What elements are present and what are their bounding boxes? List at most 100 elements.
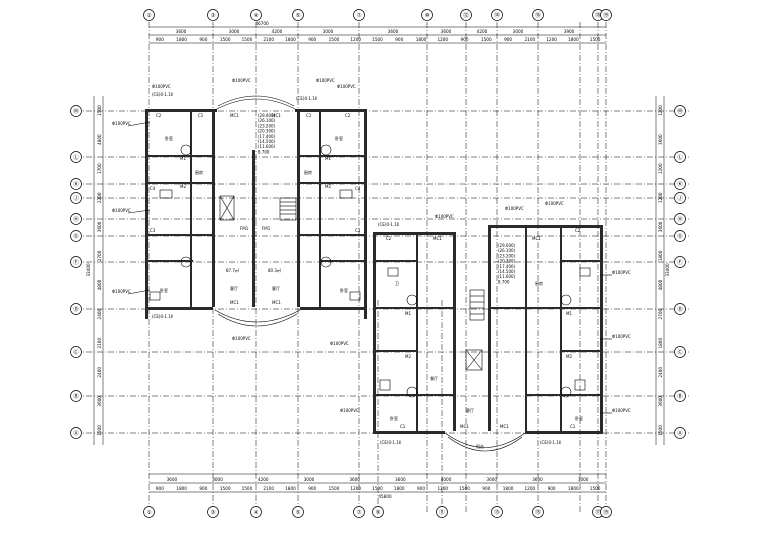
dim-text: 1800 bbox=[658, 338, 663, 349]
dim-text: 1500 bbox=[372, 486, 383, 491]
axis-bubble-circle bbox=[421, 9, 433, 21]
dim-text: 1700 bbox=[97, 163, 102, 174]
top-dimension-texts-row1: 3600 3000 4200 3000 3600 3600 4200 3000 … bbox=[176, 29, 575, 34]
axis-bubble-circle bbox=[372, 506, 384, 518]
axis-bubble-label: Ⓛ bbox=[677, 153, 683, 161]
right-overall-dimension: 33400 bbox=[665, 263, 670, 277]
axis-bubble-circle bbox=[600, 506, 612, 518]
room-toilet-label: 卫 bbox=[395, 281, 399, 286]
axis-bubble-label: ⑦ bbox=[357, 509, 362, 516]
door-tag: M2 bbox=[180, 184, 186, 189]
sill-tag: (CE)0-1.1Ⅱ bbox=[378, 222, 399, 227]
dim-text: 2700 bbox=[658, 308, 663, 319]
dim-text: 1200 bbox=[524, 486, 535, 491]
dim-text: 1800 bbox=[416, 37, 427, 42]
axis-bubble-label: Ⓖ bbox=[73, 232, 79, 240]
axis-bubble-circle bbox=[70, 151, 82, 163]
axis-bubble-label: Ⓓ bbox=[677, 305, 683, 313]
axis-bubble-circle bbox=[674, 427, 686, 439]
door-tag: M2 bbox=[405, 354, 411, 359]
dim-text: 3000 bbox=[323, 29, 334, 34]
dim-text: 3600 bbox=[97, 221, 102, 232]
axis-bubble-circle bbox=[70, 256, 82, 268]
door-tag: M1 bbox=[405, 311, 411, 316]
axis-bubble-circle bbox=[70, 230, 82, 242]
axis-bubble-label: Ⓗ bbox=[677, 215, 683, 223]
pipe-tag: Φ100PVC bbox=[112, 289, 131, 294]
dim-text: 3600 bbox=[658, 134, 663, 145]
axis-bubble-circle bbox=[292, 9, 304, 21]
sill-tag: (CE)0-1.1Ⅱ bbox=[296, 96, 317, 101]
axis-bubble-circle bbox=[70, 427, 82, 439]
window-tag: C3 bbox=[150, 228, 156, 233]
dim-text: 1800 bbox=[285, 486, 296, 491]
axis-bubble-circle bbox=[674, 303, 686, 315]
dim-text: 2100 bbox=[263, 37, 274, 42]
axis-bubble-circle bbox=[70, 178, 82, 190]
axis-bubble: Ⓕ bbox=[70, 256, 82, 268]
dim-text: 3600 bbox=[176, 29, 187, 34]
axis-bubble: Ⓖ bbox=[674, 230, 686, 242]
axis-bubble-circle bbox=[674, 151, 686, 163]
dim-text: 3000 bbox=[229, 29, 240, 34]
room-bedroom-label: 卧室 bbox=[160, 287, 168, 293]
window-tag: C4 bbox=[150, 186, 156, 191]
axis-bubble-label: ⑮ bbox=[535, 508, 541, 516]
sill-tag: (CE)0-1.1Ⅱ bbox=[152, 314, 173, 319]
axis-bubble-circle bbox=[353, 9, 365, 21]
axis-bubble: Ⓚ bbox=[70, 178, 82, 190]
dim-text: 1500 bbox=[220, 37, 231, 42]
axis-bubble: ① bbox=[143, 9, 155, 21]
axis-bubble-label: ⑤ bbox=[296, 510, 301, 516]
axis-bubble: Ⓑ bbox=[674, 390, 686, 402]
right-dimension-texts: 1200360012001200360018004800270018002400… bbox=[658, 105, 663, 436]
leader-lines bbox=[127, 121, 612, 414]
dim-text: 2400 bbox=[97, 367, 102, 378]
window-tag: C1 bbox=[198, 113, 204, 118]
dim-text: 1500 bbox=[459, 486, 470, 491]
elevation-value: 8.700 bbox=[258, 149, 270, 154]
dim-text: 2100 bbox=[263, 486, 274, 491]
pipe-tag: Φ100PVC bbox=[612, 408, 631, 413]
pipe-tag: Φ100PVC bbox=[152, 84, 171, 89]
elevation-value: (11.600) bbox=[498, 274, 516, 279]
axis-bubble-circle bbox=[70, 192, 82, 204]
room-balcony-label: 阳台 bbox=[476, 443, 484, 449]
axis-bubble-circle bbox=[491, 9, 503, 21]
dim-text: 1800 bbox=[568, 37, 579, 42]
dim-text: 900 bbox=[199, 37, 207, 42]
dim-text: 3600 bbox=[97, 396, 102, 407]
dim-text: 900 bbox=[308, 486, 316, 491]
dim-text: 1200 bbox=[350, 37, 361, 42]
axis-bubble: Ⓐ bbox=[674, 427, 686, 439]
door-tag: MC1 bbox=[272, 300, 281, 305]
dim-text: 4200 bbox=[477, 29, 488, 34]
dim-text: 3900 bbox=[564, 29, 575, 34]
axis-bubble-circle bbox=[491, 506, 503, 518]
pipe-tag: Φ100PVC bbox=[545, 201, 564, 206]
axis-bubble-label: Ⓓ bbox=[73, 305, 79, 313]
axis-bubble-circle bbox=[674, 230, 686, 242]
axis-bubble: Ⓛ bbox=[674, 151, 686, 163]
axis-bubble: Ⓙ bbox=[70, 192, 82, 204]
axis-bubble: Ⓒ bbox=[70, 346, 82, 358]
room-kitchen-label: 厨房 bbox=[195, 169, 203, 175]
elevation-value: (20.300) bbox=[498, 259, 516, 264]
elevation-value: (17.400) bbox=[258, 134, 276, 139]
dim-text: 1500 bbox=[97, 425, 102, 436]
dim-text: 1800 bbox=[176, 486, 187, 491]
axis-bubble-circle bbox=[674, 178, 686, 190]
dim-text: 1500 bbox=[97, 105, 102, 116]
pipe-tag: Φ100PVC bbox=[340, 408, 359, 413]
room-area-label: 87.7㎡ bbox=[226, 267, 239, 273]
axis-bubble: Ⓜ bbox=[70, 105, 82, 117]
bottom-overall-dimension: 45800 bbox=[378, 494, 392, 499]
dim-text: 1200 bbox=[658, 105, 663, 116]
left-dimension-texts: 1500480017002200360027004800240021002400… bbox=[97, 105, 102, 436]
axis-bubble: Ⓕ bbox=[674, 256, 686, 268]
axis-bubble-label: ⑨ bbox=[376, 509, 381, 516]
dim-text: 1200 bbox=[546, 37, 557, 42]
